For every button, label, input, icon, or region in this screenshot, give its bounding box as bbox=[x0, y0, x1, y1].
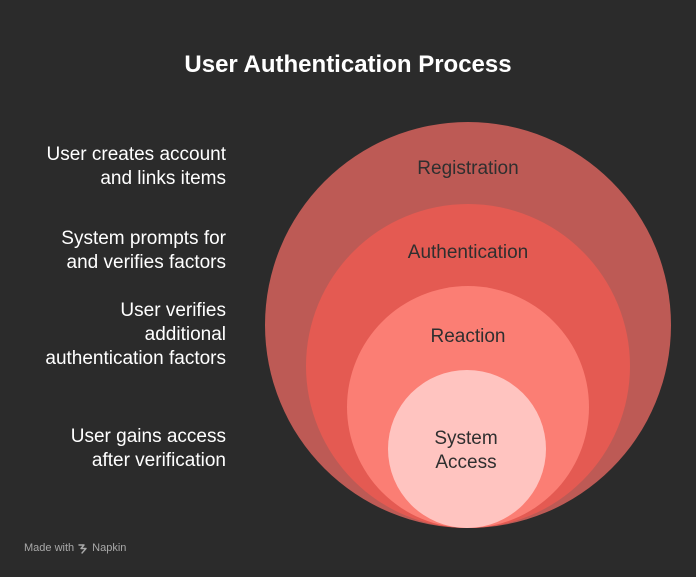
description-registration: User creates account and links items bbox=[46, 144, 226, 189]
label-reaction: Reaction bbox=[431, 326, 506, 347]
label-registration: Registration bbox=[417, 158, 518, 179]
page-title: User Authentication Process bbox=[184, 51, 512, 78]
footer-credit[interactable]: Made with Napkin bbox=[24, 541, 126, 555]
footer-brand-name: Napkin bbox=[92, 542, 127, 554]
description-system-access: User gains access after verification bbox=[70, 426, 226, 471]
circle-system-access[interactable] bbox=[388, 370, 546, 528]
footer-made-with: Made with bbox=[24, 542, 75, 554]
description-authentication: System prompts for and verifies factors bbox=[61, 228, 226, 273]
footer-brand: Napkin bbox=[78, 541, 126, 555]
description-reaction: User verifies additional authentication … bbox=[45, 300, 226, 369]
napkin-logo-icon bbox=[78, 543, 87, 554]
label-authentication: Authentication bbox=[408, 242, 528, 263]
